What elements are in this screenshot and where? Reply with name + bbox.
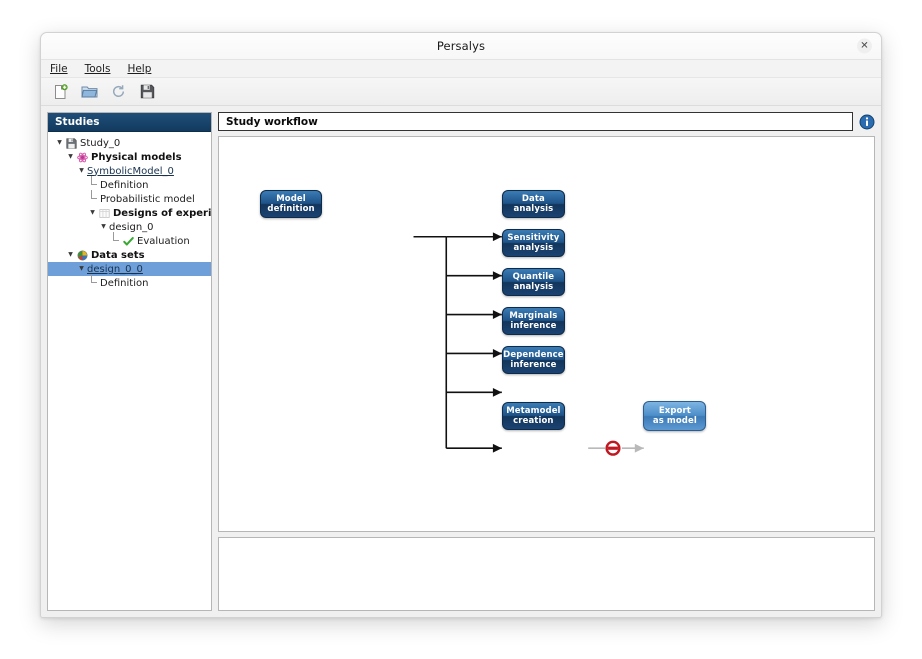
tree-item-design-0-0[interactable]: ▼design_0_0 [48, 262, 211, 276]
node-label-line2: creation [513, 416, 554, 426]
workflow-node-data-analysis[interactable]: Data analysis [501, 190, 565, 218]
node-label-line2: analysis [513, 243, 554, 253]
atom-icon [76, 152, 89, 163]
save-disk-icon [65, 137, 78, 149]
tree-item-data-sets[interactable]: ▼ Data sets [48, 248, 211, 262]
tree-item-designs-of-experim[interactable]: ▼ Designs of experim… [48, 206, 211, 220]
window-title: Persalys [436, 39, 486, 53]
reload-study-icon[interactable] [109, 82, 128, 101]
workflow-node-export-as-model[interactable]: Export as model [643, 401, 707, 431]
main-body: Studies ▼Study_0▼Physical models▼Symboli… [41, 106, 881, 617]
tree-item-label: Definition [100, 179, 149, 191]
tree-item-label: design_0_0 [87, 263, 143, 275]
menu-help-label: Help [127, 62, 152, 75]
tree-item-label: Probabilistic model [100, 193, 195, 205]
tree-item-label: Definition [100, 277, 149, 289]
node-label-line2: analysis [513, 282, 554, 292]
green-check-icon [122, 236, 135, 247]
tree-expand-arrow-icon[interactable]: ▼ [101, 223, 106, 230]
tree-item-definition[interactable]: Definition [48, 274, 211, 290]
tree-elbow-connector [109, 232, 122, 247]
tree-expand-arrow-icon[interactable]: ▼ [90, 209, 95, 216]
node-label-line1: Export [658, 405, 691, 416]
tree-item-design-0[interactable]: ▼design_0 [48, 220, 211, 234]
studies-panel-header: Studies [48, 113, 211, 132]
tree-item-label: SymbolicModel_0 [87, 165, 174, 177]
close-icon[interactable]: ✕ [857, 38, 872, 54]
node-label-line1: Dependence [503, 349, 564, 360]
tree-elbow-connector [87, 176, 100, 191]
node-label-line1: Quantile [512, 271, 555, 282]
toolbar [41, 78, 881, 106]
workflow-connectors [413, 232, 644, 456]
node-label-line2: analysis [513, 204, 554, 214]
workflow-node-model-definition[interactable]: Model definition [259, 190, 323, 218]
tree-elbow-connector [87, 190, 100, 205]
menu-file-label: File [50, 62, 68, 75]
menu-tools-label: Tools [84, 62, 111, 75]
window-titlebar: Persalys ✕ [41, 33, 881, 60]
tree-item-label: Designs of experim… [113, 207, 211, 219]
tree-item-physical-models[interactable]: ▼ Physical models [48, 150, 211, 164]
menu-tools[interactable]: Tools [83, 63, 113, 75]
application-window: Persalys ✕ File Tools Help [40, 32, 882, 618]
tree-item-label: Data sets [91, 249, 145, 261]
tree-expand-arrow-icon[interactable]: ▼ [68, 153, 73, 160]
tree-elbow-connector [87, 274, 100, 289]
study-tree[interactable]: ▼Study_0▼Physical models▼SymbolicModel_0… [48, 132, 211, 610]
node-label-line1: Data [521, 193, 545, 204]
tree-expand-arrow-icon[interactable]: ▼ [68, 251, 73, 258]
grid-table-icon [98, 208, 111, 219]
workflow-node-metamodel-creation[interactable]: Metamodel creation [501, 402, 565, 430]
new-study-icon[interactable] [51, 82, 70, 101]
tree-item-study-0[interactable]: ▼ Study_0 [48, 136, 211, 150]
save-study-icon[interactable] [138, 82, 157, 101]
tree-item-definition[interactable]: Definition [48, 176, 211, 192]
workflow-node-quantile-analysis[interactable]: Quantile analysis [501, 268, 565, 296]
menubar: File Tools Help [41, 60, 881, 78]
workflow-diagram [219, 137, 874, 531]
workflow-title-row: Study workflow [218, 112, 875, 131]
info-circle-icon[interactable] [858, 113, 875, 130]
menu-file[interactable]: File [48, 63, 70, 75]
tree-expand-arrow-icon[interactable]: ▼ [57, 139, 62, 146]
tree-expand-arrow-icon[interactable]: ▼ [79, 265, 84, 272]
workflow-node-marginals-inference[interactable]: Marginals inference [501, 307, 565, 335]
node-label-line2: as model [652, 416, 697, 426]
open-study-icon[interactable] [80, 82, 99, 101]
tree-item-label: Physical models [91, 151, 182, 163]
node-label-line1: Model [276, 193, 306, 204]
node-label-line1: Metamodel [506, 405, 561, 416]
workflow-node-sensitivity-analysis[interactable]: Sensitivity analysis [501, 229, 565, 257]
tree-item-symbolicmodel-0[interactable]: ▼SymbolicModel_0 [48, 164, 211, 178]
color-sphere-icon [76, 250, 89, 261]
node-label-line1: Sensitivity [507, 232, 560, 243]
tree-item-evaluation[interactable]: Evaluation [48, 232, 211, 248]
workflow-canvas[interactable]: Model definition Data analysis Sensitivi… [218, 136, 875, 532]
menu-help[interactable]: Help [125, 63, 153, 75]
tree-item-label: design_0 [109, 221, 154, 233]
workflow-node-dependence-inference[interactable]: Dependence inference [501, 346, 565, 374]
studies-panel: Studies ▼Study_0▼Physical models▼Symboli… [47, 112, 212, 611]
node-label-line1: Marginals [509, 310, 558, 321]
node-label-line2: definition [267, 204, 315, 214]
bottom-output-panel [218, 537, 875, 611]
node-label-line2: inference [510, 321, 557, 331]
tree-item-label: Evaluation [137, 235, 190, 247]
tree-expand-arrow-icon[interactable]: ▼ [79, 167, 84, 174]
workflow-panel: Study workflow [218, 112, 875, 611]
tree-item-probabilistic-model[interactable]: Probabilistic model [48, 190, 211, 206]
workflow-title: Study workflow [218, 112, 853, 131]
tree-item-label: Study_0 [80, 137, 121, 149]
node-label-line2: inference [510, 360, 557, 370]
